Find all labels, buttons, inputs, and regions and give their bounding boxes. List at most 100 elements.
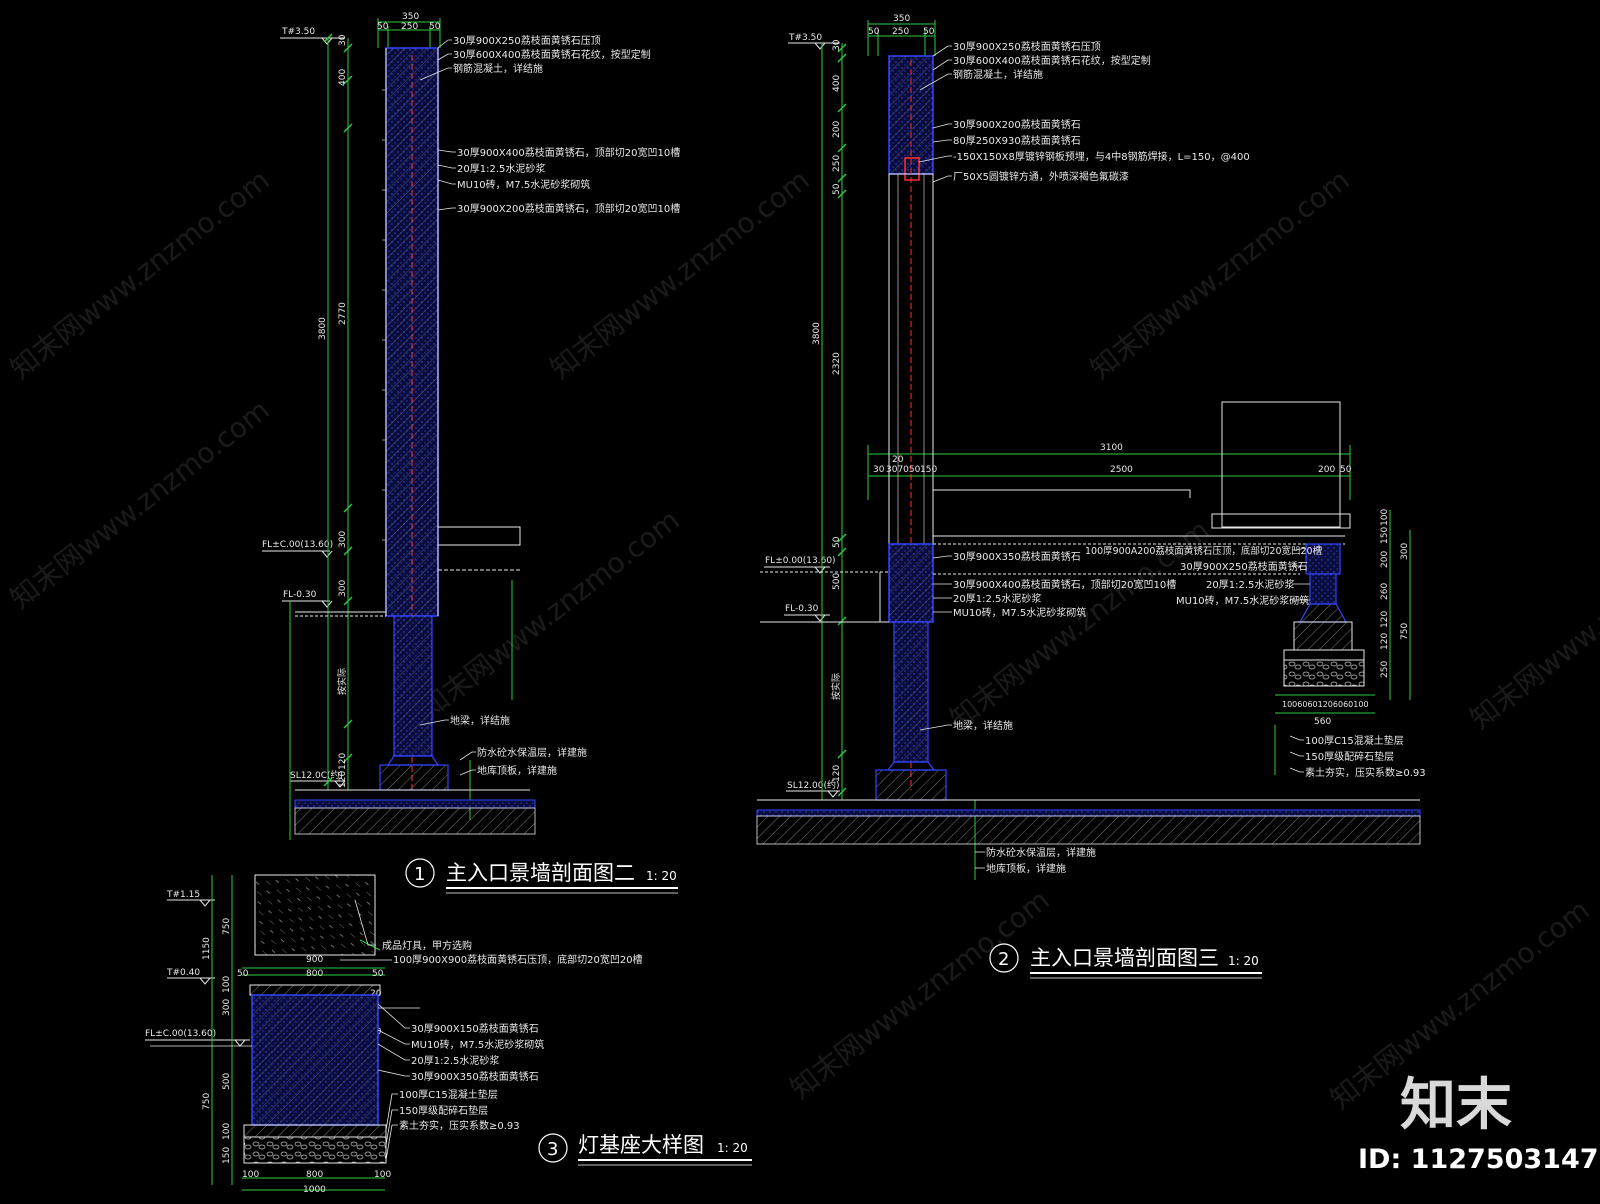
s2-dim-b-total: 560 — [1314, 717, 1331, 727]
s1-level-fl2: FL-0.30 — [283, 590, 317, 600]
s2-dim-v7: 50 — [832, 536, 842, 548]
s3-note-1: 100厚900X900荔枝面黄锈石压顶，底部切20宽凹20槽 — [393, 953, 643, 966]
s3-level-mid: T#0.40 — [166, 968, 200, 978]
s3-dim-w1: 900 — [306, 955, 323, 965]
s2-dim-r9: 250 — [1380, 661, 1390, 678]
watermark-2: 知末网www.znzmo.com — [544, 163, 816, 385]
s1-note-8: 防水砼水保温层，详建施 — [477, 746, 587, 759]
s1-dim-total: 3800 — [318, 317, 328, 340]
s1-dim-v3: 2770 — [338, 302, 348, 325]
s2-dim-r6: 120 — [1380, 611, 1390, 628]
s2-note-0: 30厚900X250荔枝面黄锈石压顶 — [953, 40, 1101, 53]
section-3-drawing: T#1.15 T#0.40 FL±C.00(13.60) 750 1150 10… — [145, 874, 752, 1195]
s3-title-scale: 1: 20 — [717, 1141, 748, 1155]
watermark-4: 知末网www.znzmo.com — [4, 393, 276, 615]
s2-level-sl: SL12.00(约) — [787, 779, 840, 791]
brand-logo: 知末 — [1400, 1073, 1512, 1138]
s3-dim-v6: 750 — [202, 1093, 212, 1110]
s2-note-7: 30厚900X350荔枝面黄锈石 — [953, 550, 1081, 563]
s3-dim-b2: 800 — [306, 1170, 323, 1180]
s2-note-15: MU10砖，M7.5水泥砂浆砌筑 — [1176, 594, 1309, 607]
s3-dim-w4: 50 — [372, 969, 384, 979]
s2-dim-h-c: 307050 — [886, 465, 921, 475]
s2-note-17: 150厚级配碎石垫层 — [1305, 750, 1394, 763]
s3-title-circle — [538, 1133, 568, 1163]
s3-title: 灯基座大样图 — [578, 1133, 704, 1157]
s2-note-6: 厂50X5圆镀锌方通，外喷深褐色氟碳漆 — [953, 170, 1129, 183]
s2-dim-v3: 200 — [832, 121, 842, 138]
s1-dimensions: 350 50 250 50 30 400 2770 300 300 按实际 12… — [318, 12, 441, 788]
s1-title-circle — [405, 858, 435, 888]
s3-dim-v3: 100 — [222, 976, 232, 993]
s2-title-circle — [989, 943, 1019, 973]
s2-note-9: 20厚1:2.5水泥砂浆 — [953, 592, 1041, 605]
s2-note-19: 防水砼水保温层，详建施 — [986, 846, 1096, 859]
s2-note-10: MU10砖，M7.5水泥砂浆砌筑 — [953, 606, 1086, 619]
s2-dim-v9: 按实际 — [830, 673, 842, 700]
watermark-5: 知末网www.znzmo.com — [414, 503, 686, 725]
s2-dim-v2: 400 — [832, 75, 842, 92]
s2-dim-v1: 30 — [832, 39, 842, 51]
s2-dim-v8: 500 — [832, 573, 842, 590]
s2-dim-h-d: 150 — [920, 465, 937, 475]
watermark-1: 知末网www.znzmo.com — [4, 163, 276, 385]
s2-dim-r5: 260 — [1380, 583, 1390, 600]
s1-note-9: 地库顶板，详建施 — [477, 764, 557, 777]
brand-id: ID: 1127503147 — [1358, 1144, 1599, 1175]
s2-dim-w-c: 50 — [923, 27, 935, 37]
s2-dim-r2: 150 — [1380, 527, 1390, 544]
s2-note-18: 素土夯实，压实系数≥0.93 — [1305, 766, 1426, 779]
s3-note-5: 30厚900X350荔枝面黄锈石 — [411, 1070, 539, 1083]
s3-notes: 成品灯具，甲方选购 100厚900X900荔枝面黄锈石压顶，底部切20宽凹20槽… — [382, 939, 643, 1132]
s2-dim-w-b: 250 — [892, 27, 909, 37]
s3-note-6: 100厚C15混凝土垫层 — [399, 1088, 498, 1101]
s2-level-fl: FL±0.00(13.60) — [765, 556, 836, 566]
s3-level-fl: FL±C.00(13.60) — [145, 1029, 216, 1039]
s2-note-16: 100厚C15混凝土垫层 — [1305, 734, 1404, 747]
s1-note-0: 30厚900X250荔枝面黄锈石压顶 — [453, 34, 601, 47]
s2-dim-r7: 120 — [1380, 633, 1390, 650]
s1-title-block: 1 主入口景墙剖面图二 1: 20 — [405, 858, 678, 894]
s2-dimensions: 350 50 250 50 30 400 200 250 50 2320 50 … — [812, 14, 1410, 782]
s2-dim-v5: 50 — [832, 183, 842, 195]
section-2-drawing: T#3.50 FL±0.00(13.60) FL-0.30 SL12.00(约) — [756, 14, 1426, 979]
s2-note-1: 30厚600X400荔枝面黄锈石花纹，按型定制 — [953, 54, 1151, 67]
s1-dim-w-b: 250 — [401, 22, 418, 32]
s2-note-5: -150X150X8厚镀锌钢板预埋，与4中8钢筋焊接，L=150，@400 — [953, 150, 1250, 163]
s1-level-sl: SL12.0C(约) — [290, 769, 343, 781]
s1-dim-v1: 30 — [338, 34, 348, 46]
s2-column — [875, 55, 947, 801]
s2-dim-r8: 750 — [1400, 623, 1410, 640]
s3-title-number: 3 — [547, 1139, 558, 1160]
s2-note-11: 地梁，详结施 — [953, 719, 1013, 732]
s2-bench — [757, 401, 1420, 801]
s2-dim-r3: 200 — [1380, 551, 1390, 568]
s2-dim-total: 3800 — [812, 322, 822, 345]
section-1-drawing: T#3.50 FL±C.00(13.60) FL-0.30 SL12.0C(约) — [262, 12, 680, 894]
s1-dim-v4: 300 — [338, 531, 348, 548]
s2-title: 主入口景墙剖面图三 — [1030, 946, 1219, 970]
s2-note-8: 30厚900X400荔枝面黄锈石，顶部切20宽凹10槽 — [953, 578, 1176, 591]
s1-note-2: 钢筋混凝土，详结施 — [453, 62, 543, 75]
s1-dim-w-total: 350 — [402, 12, 419, 22]
s2-dim-v10: 120 — [832, 765, 842, 782]
s3-title-block: 3 灯基座大样图 1: 20 — [538, 1133, 752, 1166]
s1-notes: 30厚900X250荔枝面黄锈石压顶 30厚600X400荔枝面黄锈石花纹，按型… — [450, 34, 680, 777]
s2-dim-w-total: 350 — [893, 14, 910, 24]
s3-note-4: 20厚1:2.5水泥砂浆 — [411, 1054, 499, 1067]
s2-dim-b-row: 10060601206060100 — [1282, 700, 1369, 709]
s3-note-8: 素土夯实，压实系数≥0.93 — [399, 1119, 520, 1132]
s2-level-fl2: FL-0.30 — [785, 604, 819, 614]
s1-note-6: 30厚900X200荔枝面黄锈石，顶部切20宽凹10槽 — [457, 202, 680, 215]
watermark-8: 知末网www.znzmo.com — [784, 883, 1056, 1105]
s2-title-block: 2 主入口景墙剖面图三 1: 20 — [989, 943, 1262, 979]
s2-note-12: 100厚900A200荔枝面黄锈石压顶，底部切20宽凹20槽 — [1085, 545, 1323, 557]
s1-note-4: 20厚1:2.5水泥砂浆 — [457, 162, 545, 175]
s2-dim-h-main: 2500 — [1110, 465, 1133, 475]
s2-dim-h-e: 200 — [1318, 465, 1335, 475]
s2-level-top: T#3.50 — [788, 33, 822, 43]
watermark-3: 知末网www.znzmo.com — [1084, 163, 1356, 385]
s1-note-1: 30厚600X400荔枝面黄锈石花纹，按型定制 — [453, 48, 651, 61]
s3-dim-b1: 100 — [242, 1170, 259, 1180]
